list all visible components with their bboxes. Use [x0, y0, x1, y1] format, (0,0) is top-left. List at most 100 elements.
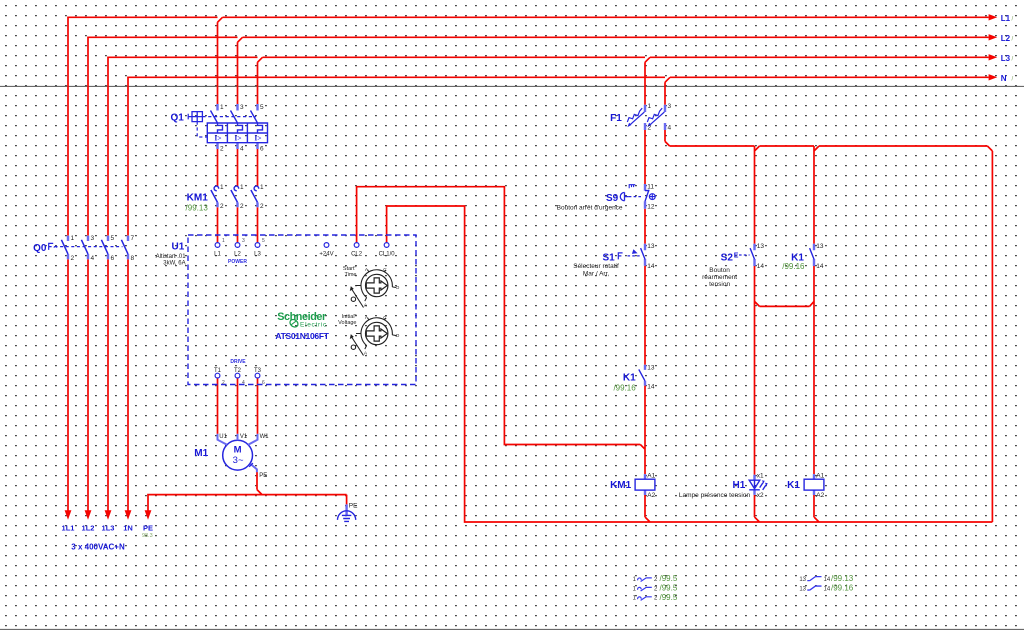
svg-text:H1: H1	[733, 480, 746, 491]
svg-text:S1: S1	[602, 252, 615, 263]
svg-text:I>: I>	[214, 134, 221, 143]
svg-text:L3: L3	[1001, 54, 1011, 63]
svg-text:/99.5: /99.5	[660, 593, 678, 602]
svg-text:PE: PE	[143, 523, 153, 532]
svg-text:2: 2	[654, 577, 658, 583]
svg-text:4: 4	[668, 125, 672, 132]
svg-text:3 x 400VAC+N: 3 x 400VAC+N	[71, 543, 125, 552]
svg-text:ATS01N106FT: ATS01N106FT	[275, 331, 329, 341]
svg-text:POWER: POWER	[228, 259, 247, 265]
svg-text:K1: K1	[623, 373, 636, 384]
svg-text:2: 2	[654, 596, 658, 602]
svg-text:2: 2	[260, 203, 264, 210]
svg-text:1: 1	[633, 586, 637, 592]
svg-text:K1: K1	[787, 480, 800, 491]
svg-text:A: A	[365, 267, 369, 273]
svg-text:3: 3	[240, 104, 244, 111]
svg-text:/: /	[1012, 77, 1014, 83]
svg-text:Bouton arrêt d'urgence: Bouton arrêt d'urgence	[557, 204, 623, 211]
svg-text:Time: Time	[344, 272, 356, 278]
svg-text:14: 14	[824, 577, 831, 583]
svg-text:I>: I>	[234, 134, 241, 143]
svg-text:5: 5	[260, 104, 264, 111]
svg-text:T2: T2	[234, 368, 242, 374]
svg-text:1L1: 1L1	[62, 523, 75, 532]
svg-text:1L2: 1L2	[82, 523, 95, 532]
svg-text:4: 4	[91, 255, 95, 262]
svg-text:KM1: KM1	[610, 480, 632, 491]
svg-text:13: 13	[799, 577, 806, 583]
svg-text:DRIVE: DRIVE	[230, 359, 246, 365]
svg-text:réarmement: réarmement	[702, 274, 737, 281]
svg-text:3: 3	[91, 235, 95, 242]
svg-text:1: 1	[633, 577, 637, 583]
svg-text:M1: M1	[194, 448, 208, 459]
svg-text:L1: L1	[214, 251, 221, 257]
svg-text:N: N	[1001, 74, 1007, 83]
svg-text:1L3: 1L3	[102, 523, 115, 532]
svg-text:3~: 3~	[233, 455, 244, 466]
svg-text:A: A	[364, 350, 368, 356]
svg-text:/99.16: /99.16	[782, 262, 805, 271]
svg-text:3: 3	[668, 103, 672, 110]
svg-text:4: 4	[242, 380, 245, 386]
svg-text:L1: L1	[1001, 14, 1011, 23]
svg-text:2: 2	[654, 586, 658, 592]
svg-text:/99.5: /99.5	[660, 574, 678, 583]
svg-text:L2: L2	[234, 251, 241, 257]
svg-text:A2: A2	[816, 492, 824, 499]
svg-text:14: 14	[816, 263, 824, 270]
svg-text:3kW, 6A: 3kW, 6A	[163, 261, 185, 267]
svg-text:x2: x2	[757, 492, 764, 499]
svg-text:U1: U1	[172, 241, 185, 252]
svg-text:Mar / Arr,: Mar / Arr,	[583, 270, 610, 277]
svg-text:98.3: 98.3	[142, 533, 153, 539]
svg-text:7: 7	[131, 235, 135, 242]
svg-text:Altistart .01: Altistart .01	[156, 254, 187, 260]
svg-text:W1: W1	[260, 434, 270, 440]
svg-text:Q0: Q0	[33, 243, 47, 254]
svg-text:V1: V1	[240, 434, 248, 440]
svg-text:T3: T3	[254, 368, 262, 374]
svg-text:Schneider: Schneider	[277, 311, 327, 323]
svg-text:C: C	[383, 315, 387, 321]
svg-text:O: O	[396, 333, 400, 339]
svg-text:13: 13	[647, 365, 655, 372]
svg-text:14: 14	[647, 383, 655, 390]
svg-text:14: 14	[757, 263, 765, 270]
svg-text:5: 5	[111, 235, 115, 242]
svg-text:1: 1	[222, 238, 225, 244]
svg-text:2: 2	[222, 380, 225, 386]
svg-text:1: 1	[240, 184, 244, 191]
svg-text:Sélecteur rotatif: Sélecteur rotatif	[573, 263, 619, 270]
svg-text:Initial": Initial"	[342, 314, 357, 320]
svg-text:/: /	[1012, 57, 1014, 63]
svg-text:2: 2	[240, 203, 244, 210]
svg-text:E: E	[734, 253, 739, 260]
svg-text:1: 1	[648, 103, 652, 110]
svg-text:13: 13	[799, 586, 806, 592]
svg-text:/99.13: /99.13	[186, 203, 209, 212]
svg-text:6: 6	[262, 380, 265, 386]
svg-text:3: 3	[242, 238, 245, 244]
svg-text:2: 2	[220, 203, 224, 210]
svg-text:x1: x1	[757, 473, 764, 480]
svg-text:11: 11	[647, 184, 654, 191]
svg-text:/: /	[1012, 37, 1014, 43]
svg-text:5: 5	[262, 238, 265, 244]
svg-text:/99.13: /99.13	[831, 574, 854, 583]
svg-text:1: 1	[633, 596, 637, 602]
svg-text:1: 1	[220, 184, 224, 191]
svg-text:/99.5: /99.5	[660, 584, 678, 593]
svg-text:12: 12	[647, 203, 655, 210]
svg-text:1: 1	[260, 184, 264, 191]
svg-text:14: 14	[824, 586, 831, 592]
svg-text:1: 1	[220, 104, 224, 111]
svg-text:Lampe présence tension: Lampe présence tension	[679, 492, 751, 499]
svg-text:Voltage: Voltage	[338, 320, 356, 326]
svg-text:/99.16: /99.16	[613, 384, 636, 393]
svg-text:I>: I>	[254, 134, 261, 143]
svg-text:2: 2	[71, 255, 75, 262]
svg-text:tension: tension	[709, 281, 730, 288]
svg-text:1: 1	[71, 235, 75, 242]
